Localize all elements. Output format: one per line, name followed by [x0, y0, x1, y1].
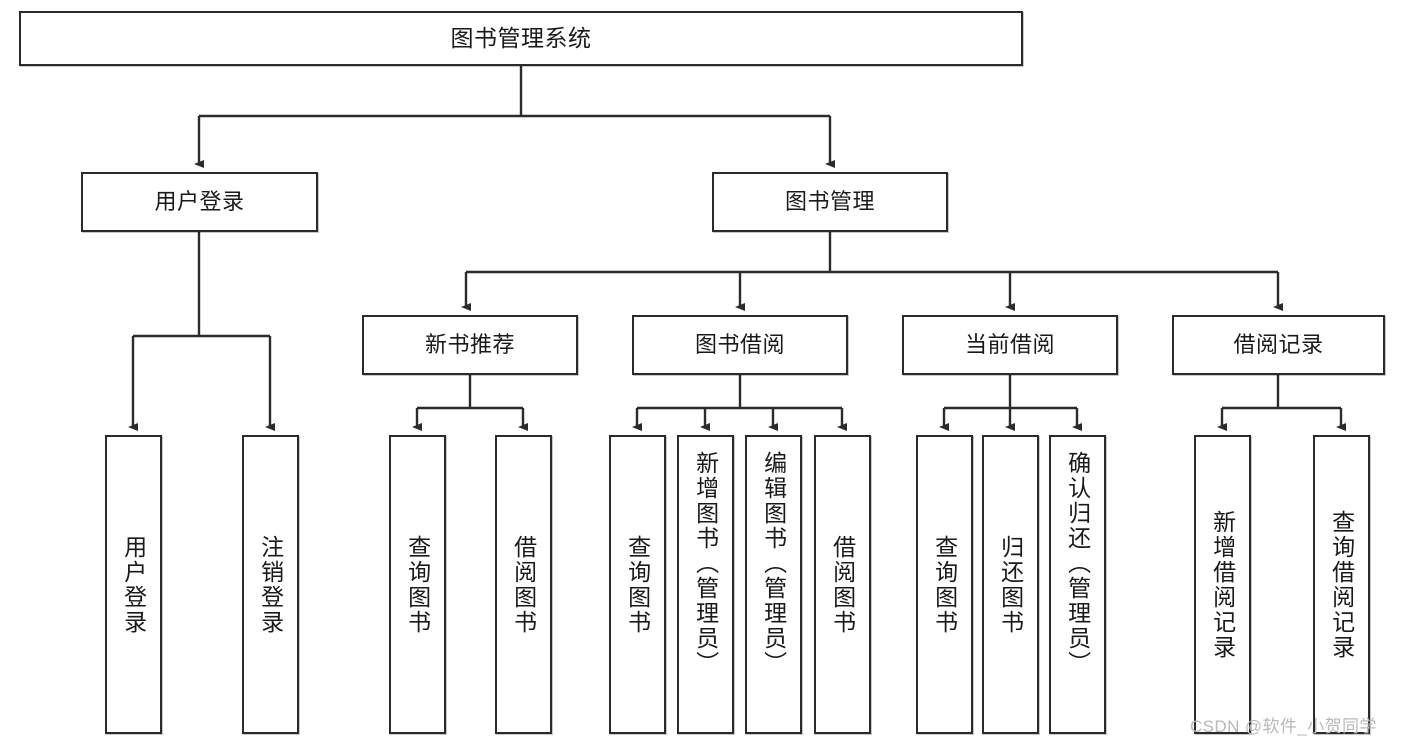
node-label: 图书借阅 [694, 332, 785, 358]
leaf-add-borrow-record[interactable]: 新增借阅记录 [1194, 435, 1251, 734]
csdn-watermark: CSDN @软件_小贺同学 [1190, 717, 1377, 736]
node-label: 当前借阅 [964, 332, 1055, 358]
leaf-borrow-book-new-rec[interactable]: 借阅图书 [495, 435, 552, 734]
node-label: 新增借阅记录 [1209, 509, 1236, 660]
node-label: 借阅记录 [1233, 332, 1324, 358]
node-label: 新增图书（管理员） [692, 451, 719, 676]
leaf-confirm-return[interactable]: 确认归还（管理员） [1049, 435, 1106, 734]
node-user-login[interactable]: 用户登录 [81, 172, 318, 232]
node-new-book-rec[interactable]: 新书推荐 [362, 315, 578, 375]
node-label: 借阅图书 [510, 534, 537, 635]
leaf-query-book-current[interactable]: 查询图书 [916, 435, 973, 734]
node-label: 用户登录 [154, 189, 245, 215]
node-label: 查询图书 [404, 534, 431, 635]
node-book-manage[interactable]: 图书管理 [712, 172, 948, 232]
leaf-borrow-book[interactable]: 借阅图书 [814, 435, 871, 734]
node-book-borrow[interactable]: 图书借阅 [632, 315, 848, 375]
node-label: 确认归还（管理员） [1064, 451, 1091, 676]
node-label: 归还图书 [997, 534, 1024, 635]
node-label: 编辑图书（管理员） [760, 451, 787, 676]
node-label: 用户登录 [120, 534, 147, 635]
node-root-system[interactable]: 图书管理系统 [19, 11, 1023, 66]
leaf-add-book[interactable]: 新增图书（管理员） [677, 435, 734, 734]
node-borrow-record[interactable]: 借阅记录 [1172, 315, 1385, 375]
node-label: 图书管理系统 [450, 25, 592, 52]
leaf-user-login[interactable]: 用户登录 [105, 435, 162, 734]
node-label: 查询图书 [931, 534, 958, 635]
node-label: 查询借阅记录 [1328, 509, 1355, 660]
node-label: 图书管理 [784, 189, 875, 215]
node-current-borrow[interactable]: 当前借阅 [902, 315, 1118, 375]
leaf-query-book-new-rec[interactable]: 查询图书 [389, 435, 446, 734]
leaf-edit-book[interactable]: 编辑图书（管理员） [745, 435, 802, 734]
leaf-query-borrow-record[interactable]: 查询借阅记录 [1313, 435, 1370, 734]
leaf-return-book[interactable]: 归还图书 [982, 435, 1039, 734]
node-label: 查询图书 [624, 534, 651, 635]
node-label: 注销登录 [257, 534, 284, 635]
leaf-query-book-borrow[interactable]: 查询图书 [609, 435, 666, 734]
leaf-logout-login[interactable]: 注销登录 [242, 435, 299, 734]
node-label: 新书推荐 [424, 332, 515, 358]
node-label: 借阅图书 [829, 534, 856, 635]
